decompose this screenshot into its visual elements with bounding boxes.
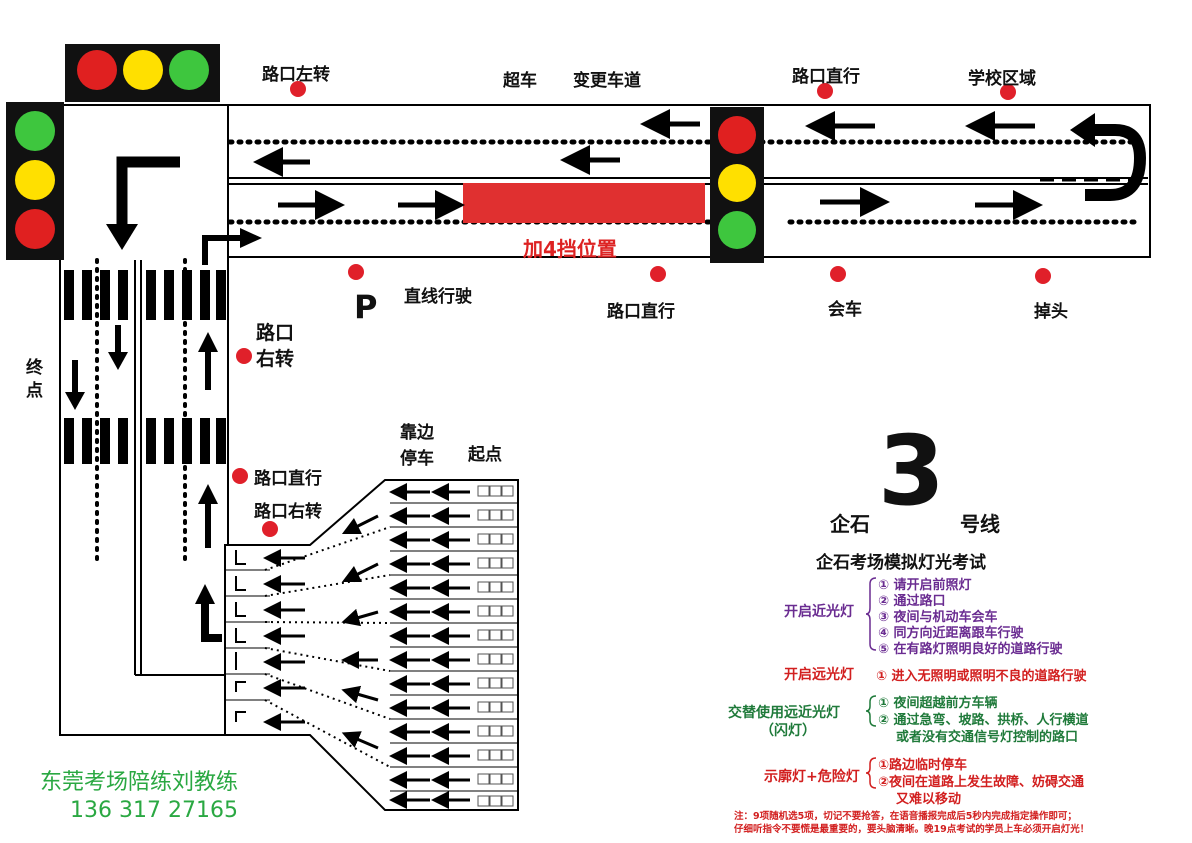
label-end: 终点 [22, 358, 42, 404]
section-alternate-beam: 交替使用远近光灯 [728, 705, 840, 721]
label-uturn: 掉头 [1034, 302, 1068, 322]
label-overtake: 超车 [503, 71, 537, 91]
return-turn-arrow [195, 584, 222, 642]
eastbound-arrows [278, 187, 1043, 220]
bay-glyphs [235, 550, 246, 722]
label-straight-2: 路口直行 [607, 302, 675, 322]
label-right-turn-1a: 路口 [256, 322, 295, 344]
legend-note-1: 注：9项随机选5项，切记不要抢答，在语音播报完成后5秒内完成指定操作即可； [734, 811, 1077, 822]
brace-3 [866, 695, 877, 727]
label-pull-over-a: 靠边 [400, 423, 434, 443]
label-straight-3: 路口直行 [254, 469, 322, 489]
uturn-arrow [1070, 113, 1147, 201]
low-beam-item-1: ① 请开启前照灯 [878, 578, 972, 593]
vertical-arrowheads [65, 332, 218, 504]
label-school: 学校区域 [968, 69, 1036, 89]
brace-4 [866, 757, 877, 789]
brace-1 [866, 577, 877, 651]
line-prefix: 企石 [830, 512, 870, 536]
low-beam-item-2: ② 通过路口 [878, 594, 946, 609]
label-right-turn-2: 路口右转 [254, 502, 322, 522]
section-high-beam: 开启远光灯 [784, 667, 854, 683]
westbound-arrows [253, 109, 1035, 177]
main-road [224, 104, 1151, 258]
alternate-item-3: 或者没有交通信号灯控制的路口 [896, 730, 1079, 745]
lights-legend: 企石 3 号线 企石考场模拟灯光考试 开启近光灯 ① 请开启前照灯 ② 通过路口… [720, 416, 1180, 838]
label-meeting: 会车 [828, 300, 862, 320]
alternate-item-1: ① 夜间超越前方车辆 [878, 696, 998, 711]
label-straight-drive: 直线行驶 [404, 287, 472, 307]
coach-name: 东莞考场陪练刘教练 [40, 770, 239, 795]
vertical-arrows [72, 325, 211, 548]
hazard-item-1: ①路边临时停车 [878, 758, 968, 773]
parking-guides [264, 526, 391, 768]
label-straight-1: 路口直行 [792, 67, 860, 87]
high-beam-item-1: ① 进入无照明或照明不良的道路行驶 [876, 669, 1087, 684]
traffic-light-top [65, 44, 220, 102]
line-suffix: 号线 [960, 512, 1000, 536]
label-start: 起点 [468, 445, 502, 465]
low-beam-item-3: ③ 夜间与机动车会车 [878, 610, 998, 625]
parking-arrows [263, 483, 470, 809]
route-markers [232, 81, 1051, 537]
label-parking: P [354, 288, 378, 326]
left-turn-arrow [106, 156, 180, 250]
traffic-light-middle [710, 107, 764, 263]
section-low-beam: 开启近光灯 [784, 604, 854, 620]
crosswalk-lower [64, 418, 226, 464]
label-change-lane: 变更车道 [573, 71, 641, 91]
label-pull-over-b: 停车 [400, 449, 434, 469]
hazard-item-3: 又难以移动 [896, 792, 962, 807]
low-beam-item-5: ⑤ 在有路灯照明良好的道路行驶 [878, 642, 1063, 657]
legend-subtitle: 企石考场模拟灯光考试 [816, 553, 986, 573]
section-alternate-beam-sub: （闪灯） [760, 723, 816, 739]
coach-phone: 136 317 27165 [70, 798, 238, 823]
right-turn-arrow [202, 228, 262, 265]
label-gear4: 加4挡位置 [523, 237, 617, 261]
section-hazard: 示廓灯+危险灯 [764, 769, 860, 785]
legend-note-2: 仔细听指令不要慌是最重要的，要头脑清晰。晚19点考试的学员上车必须开启灯光！ [734, 824, 1090, 835]
low-beam-item-4: ④ 同方向近距离跟车行驶 [878, 626, 1024, 641]
label-left-turn: 路口左转 [262, 65, 330, 85]
gear4-zone [463, 183, 705, 223]
traffic-light-left [6, 102, 64, 260]
line-number: 3 [878, 415, 945, 527]
hazard-item-2: ②夜间在道路上发生故障、妨碍交通 [878, 775, 1085, 790]
crosswalk-upper [64, 270, 226, 320]
alternate-item-2: ② 通过急弯、坡路、拱桥、人行横道 [878, 713, 1089, 728]
label-right-turn-1b: 右转 [256, 348, 295, 370]
start-grid [477, 485, 514, 807]
